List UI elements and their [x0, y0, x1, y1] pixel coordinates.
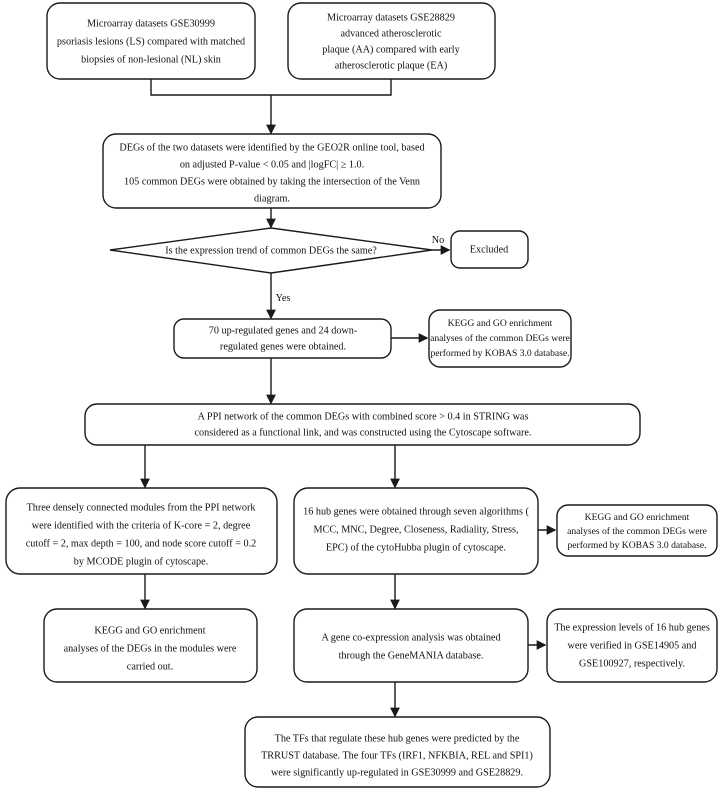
node-genemania[interactable]: A gene co-expression analysis was obtain…	[293, 608, 529, 683]
node-dataset-gse30999-line-1: psoriasis lesions (LS) compared with mat…	[57, 36, 245, 47]
edge-label-yes: Yes	[276, 293, 291, 304]
node-hub-genes-cytohubba-box[interactable]	[293, 487, 539, 575]
node-expression-validation-line-2: GSE100927, respectively.	[579, 658, 685, 669]
node-regulated-genes-line-0: 70 up-regulated genes and 24 down-	[209, 325, 358, 336]
edge-label-no: No	[432, 235, 444, 246]
node-kegg-go-common-degs-top-box[interactable]	[428, 309, 572, 368]
node-dataset-gse28829-line-1: advanced atherosclerotic	[341, 28, 442, 39]
node-dataset-gse30999-line-2: biopsies of non-lesional (NL) skin	[81, 54, 221, 65]
node-kegg-go-common-degs-right-box[interactable]	[556, 504, 718, 557]
node-mcode-modules-line-0: Three densely connected modules from the…	[27, 502, 257, 513]
node-hub-genes-cytohubba-line-0: 16 hub genes were obtained through seven…	[303, 506, 529, 517]
node-excluded[interactable]: Excluded	[450, 230, 529, 269]
node-trrust-tfs-line-0: The TFs that regulate these hub genes we…	[275, 733, 520, 744]
node-dataset-gse30999-line-0: Microarray datasets GSE30999	[87, 18, 215, 29]
node-mcode-modules-line-2: cutoff = 2, max depth = 100, and node sc…	[26, 538, 256, 549]
node-regulated-genes[interactable]: 70 up-regulated genes and 24 down- regul…	[173, 318, 392, 359]
node-dataset-gse28829-box[interactable]	[287, 2, 496, 80]
node-regulated-genes-box[interactable]	[173, 318, 392, 359]
node-ppi-network[interactable]: A PPI network of the common DEGs with co…	[84, 403, 641, 446]
node-dataset-gse28829-line-0: Microarray datasets GSE28829	[327, 12, 455, 23]
node-degs-identification-box[interactable]	[102, 133, 442, 209]
node-hub-genes-cytohubba-line-2: EPC) of the cytoHubba plugin of cytoscap…	[326, 542, 506, 553]
node-ppi-network-box[interactable]	[84, 403, 641, 446]
node-degs-identification-line-0: DEGs of the two datasets were identified…	[119, 142, 424, 153]
node-kegg-go-modules-box[interactable]	[43, 608, 258, 683]
node-dataset-gse28829-line-2: plaque (AA) compared with early	[322, 44, 460, 55]
node-ppi-network-line-1: considered as a functional link, and was…	[195, 427, 532, 438]
node-kegg-go-modules[interactable]: KEGG and GO enrichment analyses of the D…	[43, 608, 258, 683]
node-hub-genes-cytohubba[interactable]: 16 hub genes were obtained through seven…	[293, 487, 539, 575]
node-mcode-modules-line-3: by MCODE plugin of cytoscape.	[74, 556, 208, 567]
node-mcode-modules[interactable]: Three densely connected modules from the…	[5, 487, 278, 575]
node-kegg-go-common-degs-top[interactable]: KEGG and GO enrichment analyses of the c…	[428, 309, 572, 368]
node-kegg-go-common-degs-right[interactable]: KEGG and GO enrichment analyses of the c…	[556, 504, 718, 557]
node-mcode-modules-box[interactable]	[5, 487, 278, 575]
node-degs-identification-line-1: on adjusted P-value < 0.05 and |logFC| ≥…	[180, 159, 364, 170]
node-kegg-go-modules-line-1: analyses of the DEGs in the modules were	[64, 643, 237, 654]
node-genemania-line-1: through the GeneMANIA database.	[339, 650, 484, 661]
node-kegg-go-common-degs-right-line-2: performed by KOBAS 3.0 database.	[567, 540, 706, 551]
node-decision-expression-trend-shape[interactable]	[109, 227, 433, 274]
node-trrust-tfs-line-1: TRRUST database. The four TFs (IRF1, NFK…	[261, 750, 533, 761]
node-degs-identification[interactable]: DEGs of the two datasets were identified…	[102, 133, 442, 209]
node-expression-validation-line-1: were verified in GSE14905 and	[567, 640, 696, 651]
node-trrust-tfs-box[interactable]	[244, 716, 551, 788]
node-expression-validation[interactable]: The expression levels of 16 hub genes we…	[546, 608, 718, 683]
node-dataset-gse28829-line-3: atherosclerotic plaque (EA)	[335, 60, 448, 71]
node-hub-genes-cytohubba-line-1: MCC, MNC, Degree, Closeness, Radiality, …	[313, 524, 518, 535]
node-ppi-network-line-0: A PPI network of the common DEGs with co…	[198, 411, 529, 422]
node-dataset-gse30999[interactable]: Microarray datasets GSE30999 psoriasis l…	[46, 2, 256, 80]
connector-layer	[140, 79, 557, 718]
node-genemania-box[interactable]	[293, 608, 529, 683]
node-decision-expression-trend[interactable]: Is the expression trend of common DEGs t…	[109, 227, 433, 274]
node-kegg-go-common-degs-right-line-0: KEGG and GO enrichment	[585, 512, 690, 523]
connector-datasets-join	[150, 79, 392, 96]
node-expression-validation-line-0: The expression levels of 16 hub genes	[554, 622, 710, 633]
node-dataset-gse30999-box[interactable]	[46, 2, 256, 80]
node-kegg-go-common-degs-top-line-2: performed by KOBAS 3.0 database.	[430, 348, 569, 359]
node-kegg-go-modules-line-2: carried out.	[127, 661, 173, 672]
node-expression-validation-box[interactable]	[546, 608, 718, 683]
node-trrust-tfs-line-2: were significantly up-regulated in GSE30…	[271, 767, 523, 778]
node-genemania-line-0: A gene co-expression analysis was obtain…	[321, 632, 500, 643]
node-decision-expression-trend-label: Is the expression trend of common DEGs t…	[165, 245, 377, 256]
node-kegg-go-common-degs-right-line-1: analyses of the common DEGs were	[567, 526, 707, 537]
node-excluded-box[interactable]	[450, 230, 529, 269]
node-trrust-tfs[interactable]: The TFs that regulate these hub genes we…	[244, 716, 551, 788]
node-dataset-gse28829[interactable]: Microarray datasets GSE28829 advanced at…	[287, 2, 496, 80]
node-degs-identification-line-3: diagram.	[254, 193, 290, 204]
node-kegg-go-modules-line-0: KEGG and GO enrichment	[94, 625, 205, 636]
node-kegg-go-common-degs-top-line-0: KEGG and GO enrichment	[448, 318, 553, 329]
node-excluded-label: Excluded	[470, 244, 508, 255]
node-mcode-modules-line-1: were identified with the criteria of K-c…	[32, 520, 251, 531]
node-regulated-genes-line-1: regulated genes were obtained.	[220, 341, 346, 352]
node-kegg-go-common-degs-top-line-1: analyses of the common DEGs were	[430, 333, 570, 344]
node-degs-identification-line-2: 105 common DEGs were obtained by taking …	[124, 176, 420, 187]
